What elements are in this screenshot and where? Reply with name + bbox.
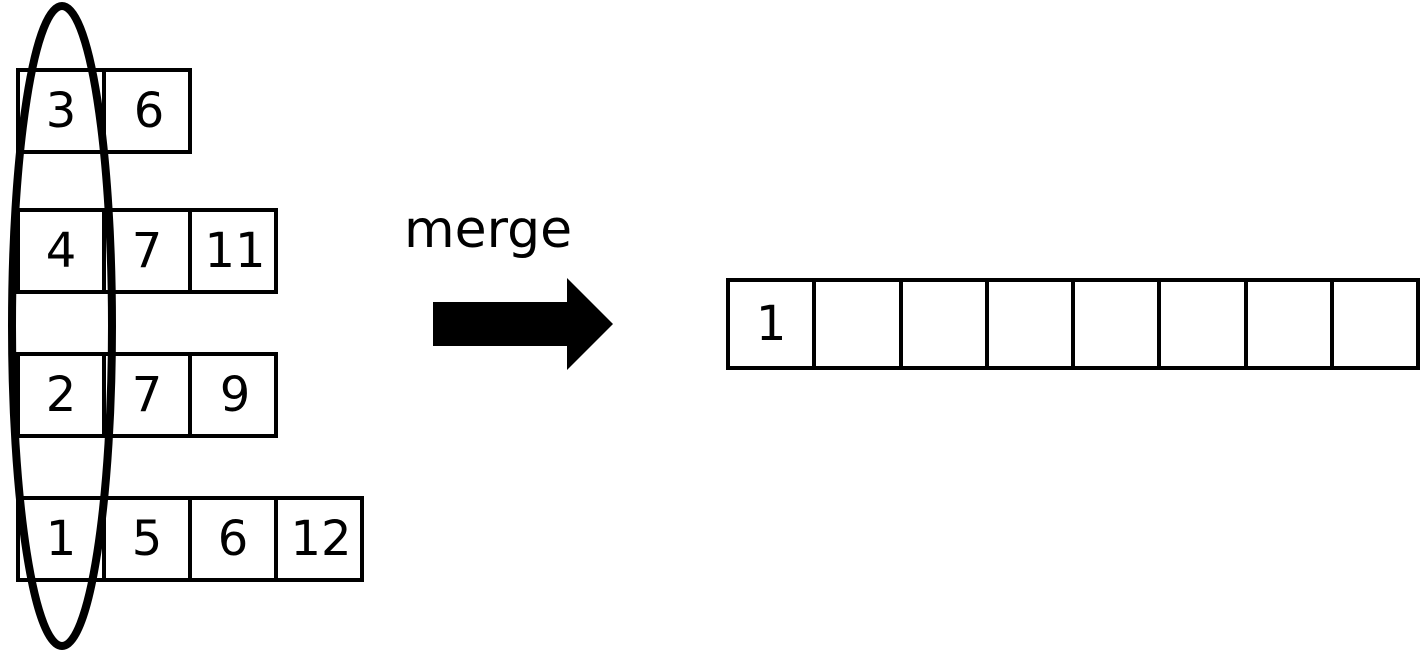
output-array: 1 — [726, 278, 1420, 370]
output-cell — [1075, 282, 1162, 366]
list-cell: 3 — [20, 72, 106, 150]
list-cell: 12 — [290, 511, 352, 567]
input-list-2: 4 7 11 — [16, 208, 278, 294]
input-list-3: 2 7 9 — [16, 352, 278, 438]
list-cell: 11 — [204, 223, 266, 279]
list-cell: 5 — [106, 500, 192, 578]
output-cell — [1248, 282, 1334, 366]
output-cell — [903, 282, 989, 366]
list-cell: 1 — [20, 500, 106, 578]
input-list-1: 3 6 — [16, 68, 192, 154]
list-cell: 6 — [192, 500, 278, 578]
list-cell: 7 — [106, 212, 192, 290]
output-cell — [1161, 282, 1248, 366]
output-cell — [816, 282, 903, 366]
list-cell: 7 — [106, 356, 192, 434]
input-list-4: 1 5 6 12 — [16, 496, 364, 582]
list-cell: 4 — [20, 212, 106, 290]
merge-label: merge — [404, 200, 573, 260]
output-cell — [989, 282, 1075, 366]
list-cell: 2 — [20, 356, 106, 434]
output-cell: 1 — [730, 282, 817, 366]
right-arrow-icon — [433, 278, 613, 370]
output-cell — [1334, 282, 1416, 366]
list-cell: 9 — [219, 367, 251, 423]
list-cell: 6 — [133, 83, 165, 139]
